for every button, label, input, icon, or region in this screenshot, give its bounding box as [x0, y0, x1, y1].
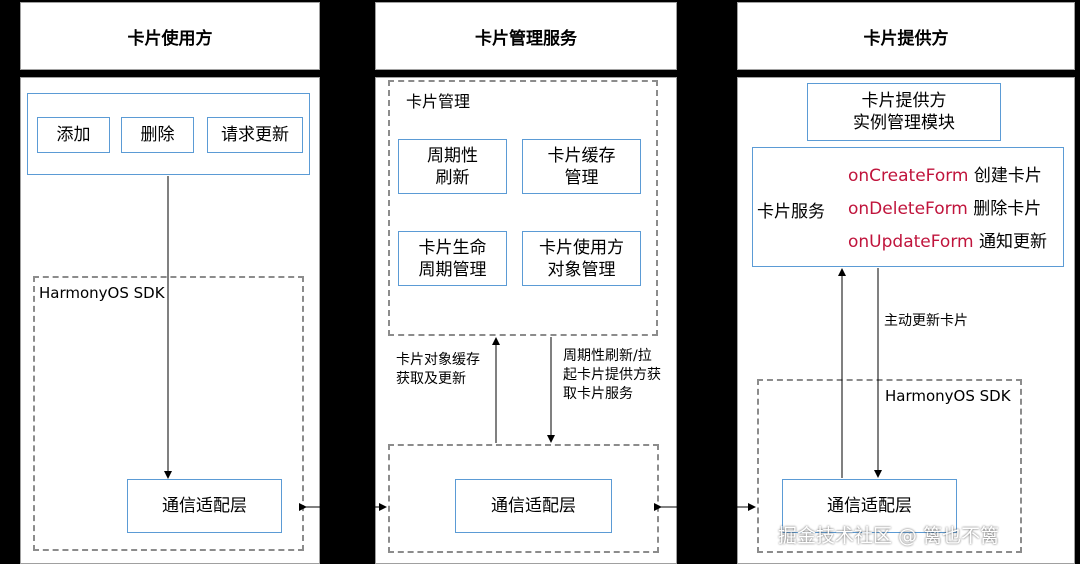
- on-create-form-method: onCreateForm: [848, 166, 969, 186]
- on-update-form-row: onUpdateForm 通知更新: [848, 227, 1047, 252]
- periodic-refresh-module: 周期性 刷新: [398, 139, 507, 194]
- provider-adapter-label: 通信适配层: [827, 496, 912, 516]
- user-object-management-label: 卡片使用方 对象管理: [539, 237, 624, 280]
- user-column-title: 卡片使用方: [127, 28, 213, 49]
- watermark-text: 掘金技术社区 @ 篱也不篱: [778, 525, 1000, 547]
- on-update-form-desc: 通知更新: [978, 232, 1047, 252]
- active-update-label: 主动更新卡片: [884, 313, 968, 329]
- cache-management-label: 卡片缓存 管理: [547, 145, 616, 188]
- form-service-label: 卡片服务: [757, 202, 825, 222]
- manager-adapter-container: [388, 444, 659, 553]
- on-create-form-desc: 创建卡片: [973, 166, 1042, 186]
- add-action-label: 添加: [56, 125, 91, 145]
- form-management-group: [388, 80, 658, 336]
- delete-action-label: 删除: [140, 125, 175, 145]
- cache-management-module: 卡片缓存 管理: [522, 139, 641, 194]
- on-update-form-method: onUpdateForm: [848, 232, 974, 252]
- provider-instance-module: 卡片提供方 实例管理模块: [807, 83, 1001, 141]
- user-object-management-module: 卡片使用方 对象管理: [522, 231, 641, 286]
- user-column-header: 卡片使用方: [20, 2, 320, 70]
- user-adapter-layer: 通信适配层: [127, 479, 282, 533]
- provider-sdk-label: HarmonyOS SDK: [885, 387, 1011, 405]
- lifecycle-management-module: 卡片生命 周期管理: [398, 231, 507, 286]
- form-management-label: 卡片管理: [406, 92, 471, 111]
- on-delete-form-row: onDeleteForm 删除卡片: [848, 194, 1041, 219]
- periodic-refresh-arrow-label: 周期性刷新/拉 起卡片提供方获 取卡片服务: [563, 348, 661, 402]
- provider-instance-label: 卡片提供方 实例管理模块: [853, 91, 955, 133]
- provider-column-title: 卡片提供方: [863, 28, 949, 49]
- user-adapter-label: 通信适配层: [162, 496, 247, 516]
- manager-adapter-label: 通信适配层: [491, 496, 576, 516]
- form-service-box: [752, 147, 1064, 267]
- manager-column-title: 卡片管理服务: [475, 28, 577, 49]
- add-action: 添加: [37, 117, 110, 153]
- request-update-action-label: 请求更新: [221, 125, 289, 145]
- provider-sdk-container: [757, 379, 1022, 553]
- delete-action: 删除: [121, 117, 194, 153]
- request-update-action: 请求更新: [207, 117, 303, 153]
- manager-adapter-layer: 通信适配层: [455, 479, 612, 533]
- user-sdk-label: HarmonyOS SDK: [39, 284, 165, 302]
- periodic-refresh-label: 周期性 刷新: [427, 145, 478, 188]
- cache-update-arrow-label: 卡片对象缓存 获取及更新: [396, 352, 480, 387]
- provider-adapter-layer: 通信适配层: [782, 479, 957, 533]
- on-delete-form-method: onDeleteForm: [848, 199, 968, 219]
- lifecycle-management-label: 卡片生命 周期管理: [418, 237, 487, 280]
- provider-column-header: 卡片提供方: [737, 2, 1075, 70]
- on-create-form-row: onCreateForm 创建卡片: [848, 161, 1042, 186]
- manager-column-header: 卡片管理服务: [375, 2, 677, 70]
- on-delete-form-desc: 删除卡片: [973, 199, 1042, 219]
